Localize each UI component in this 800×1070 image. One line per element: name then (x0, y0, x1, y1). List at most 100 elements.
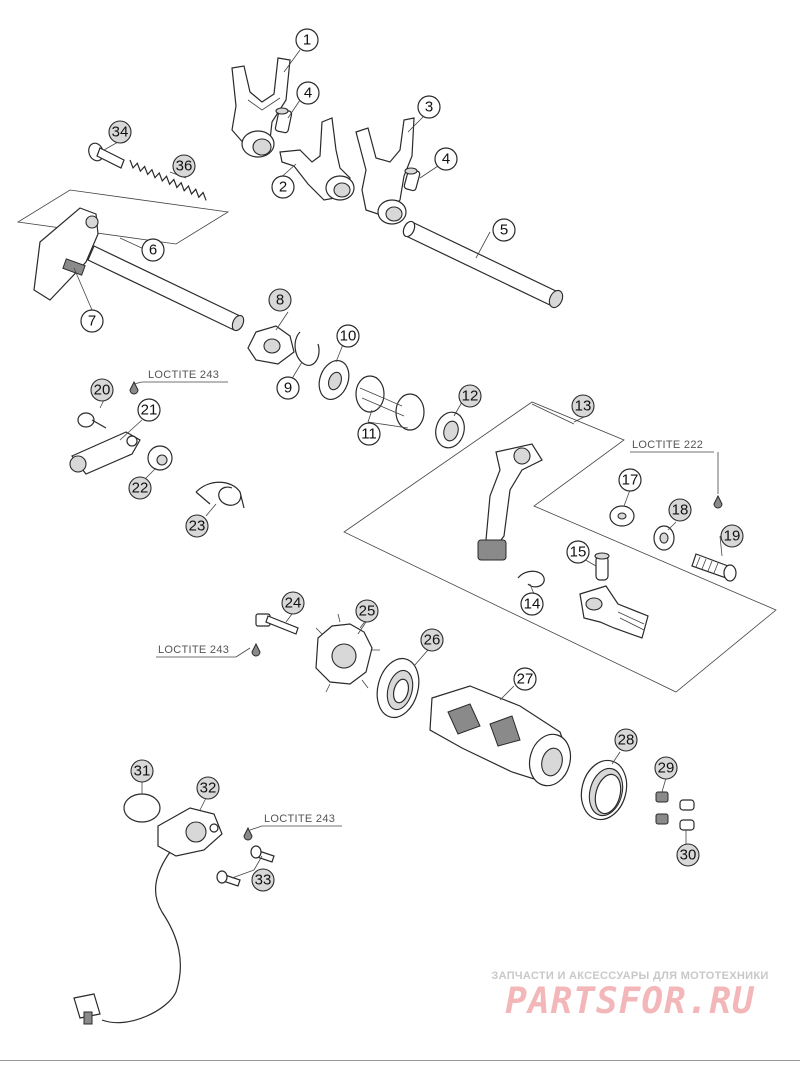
callout-18[interactable]: 18 (668, 498, 692, 522)
callout-20[interactable]: 20 (90, 378, 114, 402)
callout-21[interactable]: 21 (137, 398, 161, 422)
loctite-note: LOCTITE 243 (264, 813, 335, 825)
part-sleeve-30 (679, 799, 695, 831)
callout-24[interactable]: 24 (281, 591, 305, 615)
callout-circle (141, 238, 165, 262)
callout-22[interactable]: 22 (128, 476, 152, 500)
callout-number: 23 (189, 518, 206, 535)
callout-34[interactable]: 34 (108, 120, 132, 144)
callout-number: 3 (425, 99, 433, 116)
watermark-brand: PARTSFOR.RU (505, 981, 755, 1022)
part-gear-sensor (73, 807, 223, 1025)
part-guide-pin-b (403, 167, 421, 192)
part-detent-bolt (88, 142, 125, 169)
callout-number: 29 (658, 760, 675, 777)
callout-circle (520, 592, 544, 616)
part-fork-rail (402, 220, 564, 309)
callout-circle (251, 868, 275, 892)
callout-circle (654, 756, 678, 780)
callout-29[interactable]: 29 (654, 756, 678, 780)
part-lever-spring (517, 570, 545, 588)
callout-circle (185, 514, 209, 538)
callout-26[interactable]: 26 (420, 628, 444, 652)
callout-6[interactable]: 6 (141, 238, 165, 262)
callout-circle (268, 288, 292, 312)
callout-number: 22 (132, 480, 149, 497)
part-detent-roller (147, 445, 173, 471)
callout-circle (668, 498, 692, 522)
callout-number: 19 (724, 528, 741, 545)
part-star-washer (653, 525, 675, 551)
callout-1[interactable]: 1 (295, 28, 319, 52)
callout-circle (90, 378, 114, 402)
gear-lever-assembly-frame (343, 401, 777, 693)
callout-17[interactable]: 17 (618, 468, 642, 492)
loctite-note: LOCTITE 222 (632, 439, 703, 451)
callout-13[interactable]: 13 (571, 394, 595, 418)
part-lever-pin (594, 552, 610, 581)
part-return-spring (129, 159, 207, 201)
callout-number: 13 (575, 398, 592, 415)
callout-number: 33 (255, 872, 272, 889)
callout-circle (417, 95, 441, 119)
callout-circle (434, 147, 458, 171)
callout-number: 7 (88, 313, 96, 330)
callout-12[interactable]: 12 (458, 384, 482, 408)
callout-32[interactable]: 32 (196, 776, 220, 800)
callout-14[interactable]: 14 (520, 592, 544, 616)
part-bolt-24 (255, 613, 299, 635)
callout-27[interactable]: 27 (513, 667, 537, 691)
callout-33[interactable]: 33 (251, 868, 275, 892)
part-shift-fork-middle (279, 117, 355, 201)
callout-circle (571, 394, 595, 418)
callout-number: 5 (500, 222, 508, 239)
part-loctite-drop-19 (713, 494, 723, 509)
callout-25[interactable]: 25 (355, 599, 379, 623)
watermark: ЗАПЧАСТИ И АКСЕССУАРЫ ДЛЯ МОТОТЕХНИКИ PA… (470, 970, 790, 1022)
callout-8[interactable]: 8 (268, 288, 292, 312)
part-o-ring (123, 793, 161, 823)
part-loctite-drop-24 (251, 642, 261, 657)
callout-circle (676, 843, 700, 867)
callout-number: 32 (200, 780, 217, 797)
callout-circle (276, 376, 300, 400)
callout-2[interactable]: 2 (271, 175, 295, 199)
callout-circle (271, 175, 295, 199)
callout-circle (618, 468, 642, 492)
part-guide-pin-a (274, 107, 293, 134)
callout-number: 31 (134, 763, 151, 780)
part-loctite-drop-20 (129, 380, 139, 395)
part-lever-pivot (579, 585, 649, 639)
callout-7[interactable]: 7 (80, 309, 104, 333)
callout-28[interactable]: 28 (614, 728, 638, 752)
callout-30[interactable]: 30 (676, 843, 700, 867)
callout-number: 11 (361, 426, 377, 443)
part-drum-ring (580, 759, 628, 821)
callout-number: 20 (94, 382, 111, 399)
callout-number: 26 (424, 632, 441, 649)
callout-circle (128, 476, 152, 500)
callout-11[interactable]: 11 (357, 422, 381, 446)
callout-15[interactable]: 15 (566, 540, 590, 564)
part-needle-bearing-11 (355, 375, 425, 431)
callout-circle (458, 384, 482, 408)
part-detent-lever (69, 431, 141, 475)
callout-19[interactable]: 19 (720, 524, 744, 548)
callout-9[interactable]: 9 (276, 376, 300, 400)
callout-number: 25 (359, 603, 376, 620)
callout-23[interactable]: 23 (185, 514, 209, 538)
loctite-note: LOCTITE 243 (158, 644, 229, 656)
callout-10[interactable]: 10 (336, 324, 360, 348)
callout-circle (357, 422, 381, 446)
callout-number: 4 (304, 85, 312, 102)
callout-5[interactable]: 5 (492, 218, 516, 242)
callout-number: 14 (524, 596, 541, 613)
callout-3[interactable]: 3 (417, 95, 441, 119)
callout-number: 10 (340, 328, 357, 345)
callout-36[interactable]: 36 (172, 154, 196, 178)
callout-4b[interactable]: 4 (434, 147, 458, 171)
callout-circle (80, 309, 104, 333)
callout-4a[interactable]: 4 (296, 81, 320, 105)
callout-31[interactable]: 31 (130, 759, 154, 783)
